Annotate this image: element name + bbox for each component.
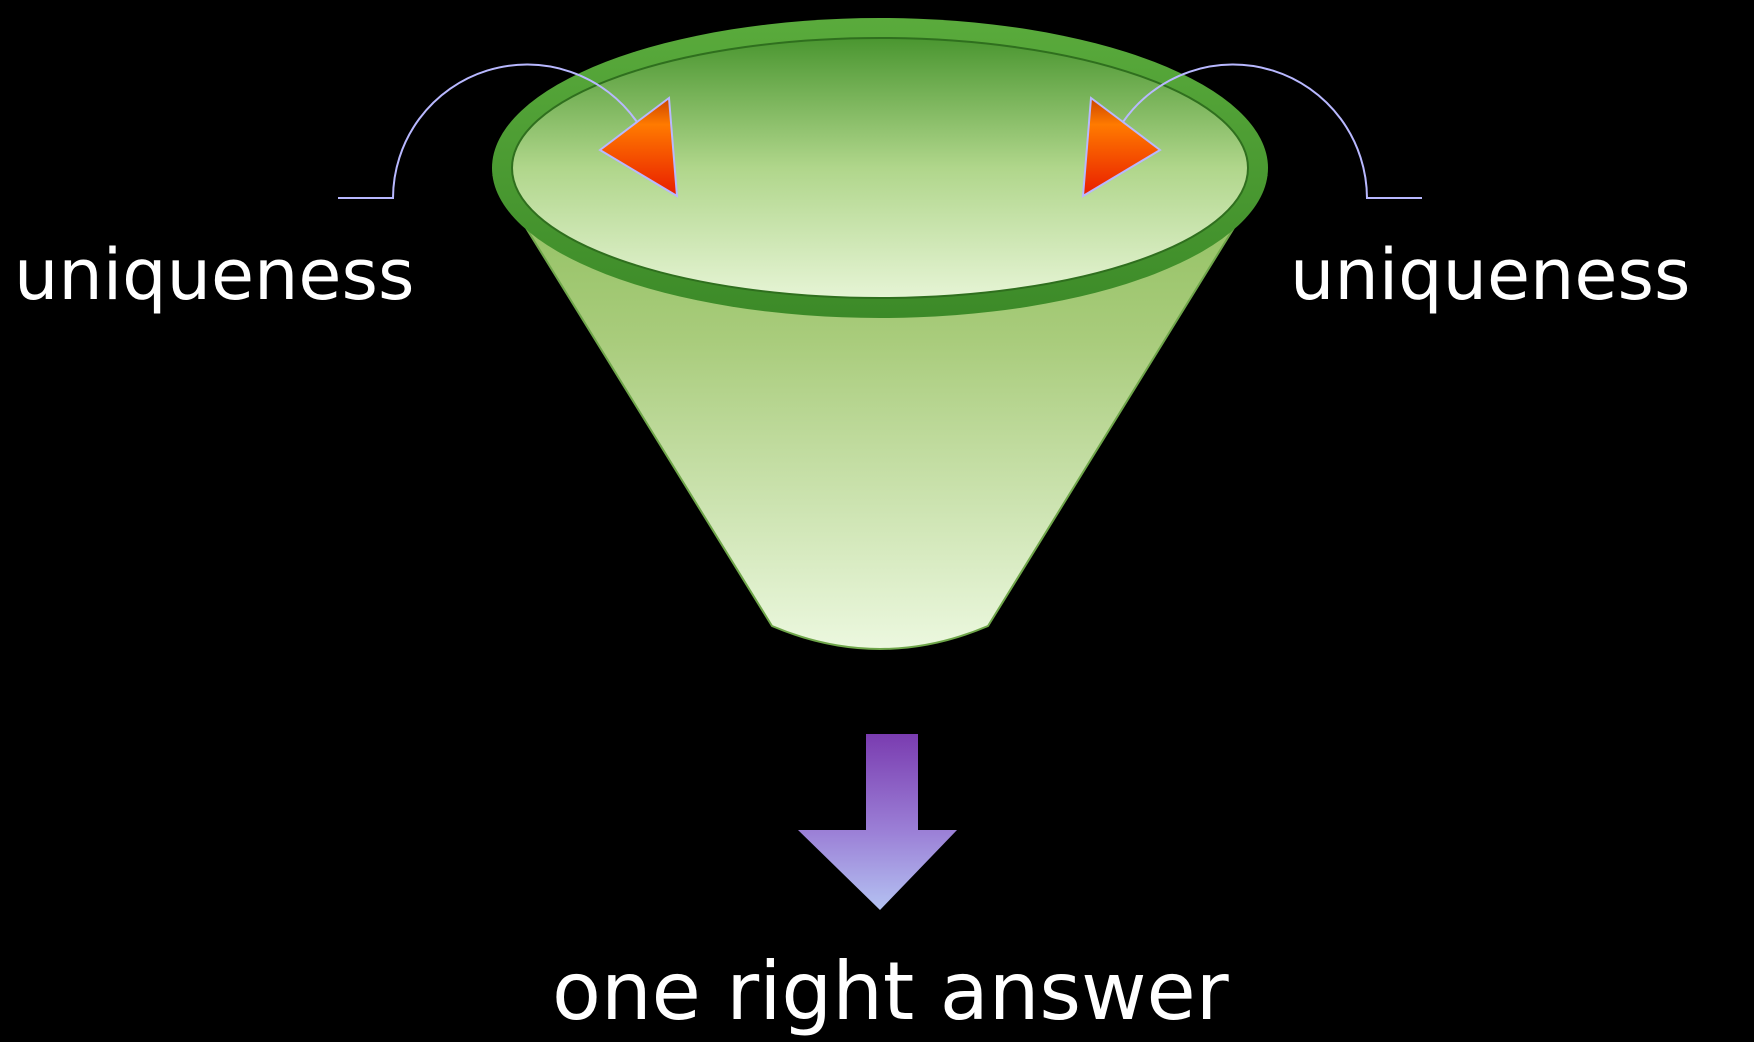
right-curved-arrow-icon xyxy=(1081,63,1422,199)
one-right-answer-label: one right answer xyxy=(552,945,1229,1038)
uniqueness-label-left: uniqueness xyxy=(14,234,415,316)
uniqueness-label-right: uniqueness xyxy=(1290,234,1691,316)
down-arrow-icon xyxy=(798,734,957,910)
left-curved-arrow-icon xyxy=(338,63,679,199)
funnel-mouth xyxy=(511,37,1249,299)
funnel-icon xyxy=(492,18,1268,650)
